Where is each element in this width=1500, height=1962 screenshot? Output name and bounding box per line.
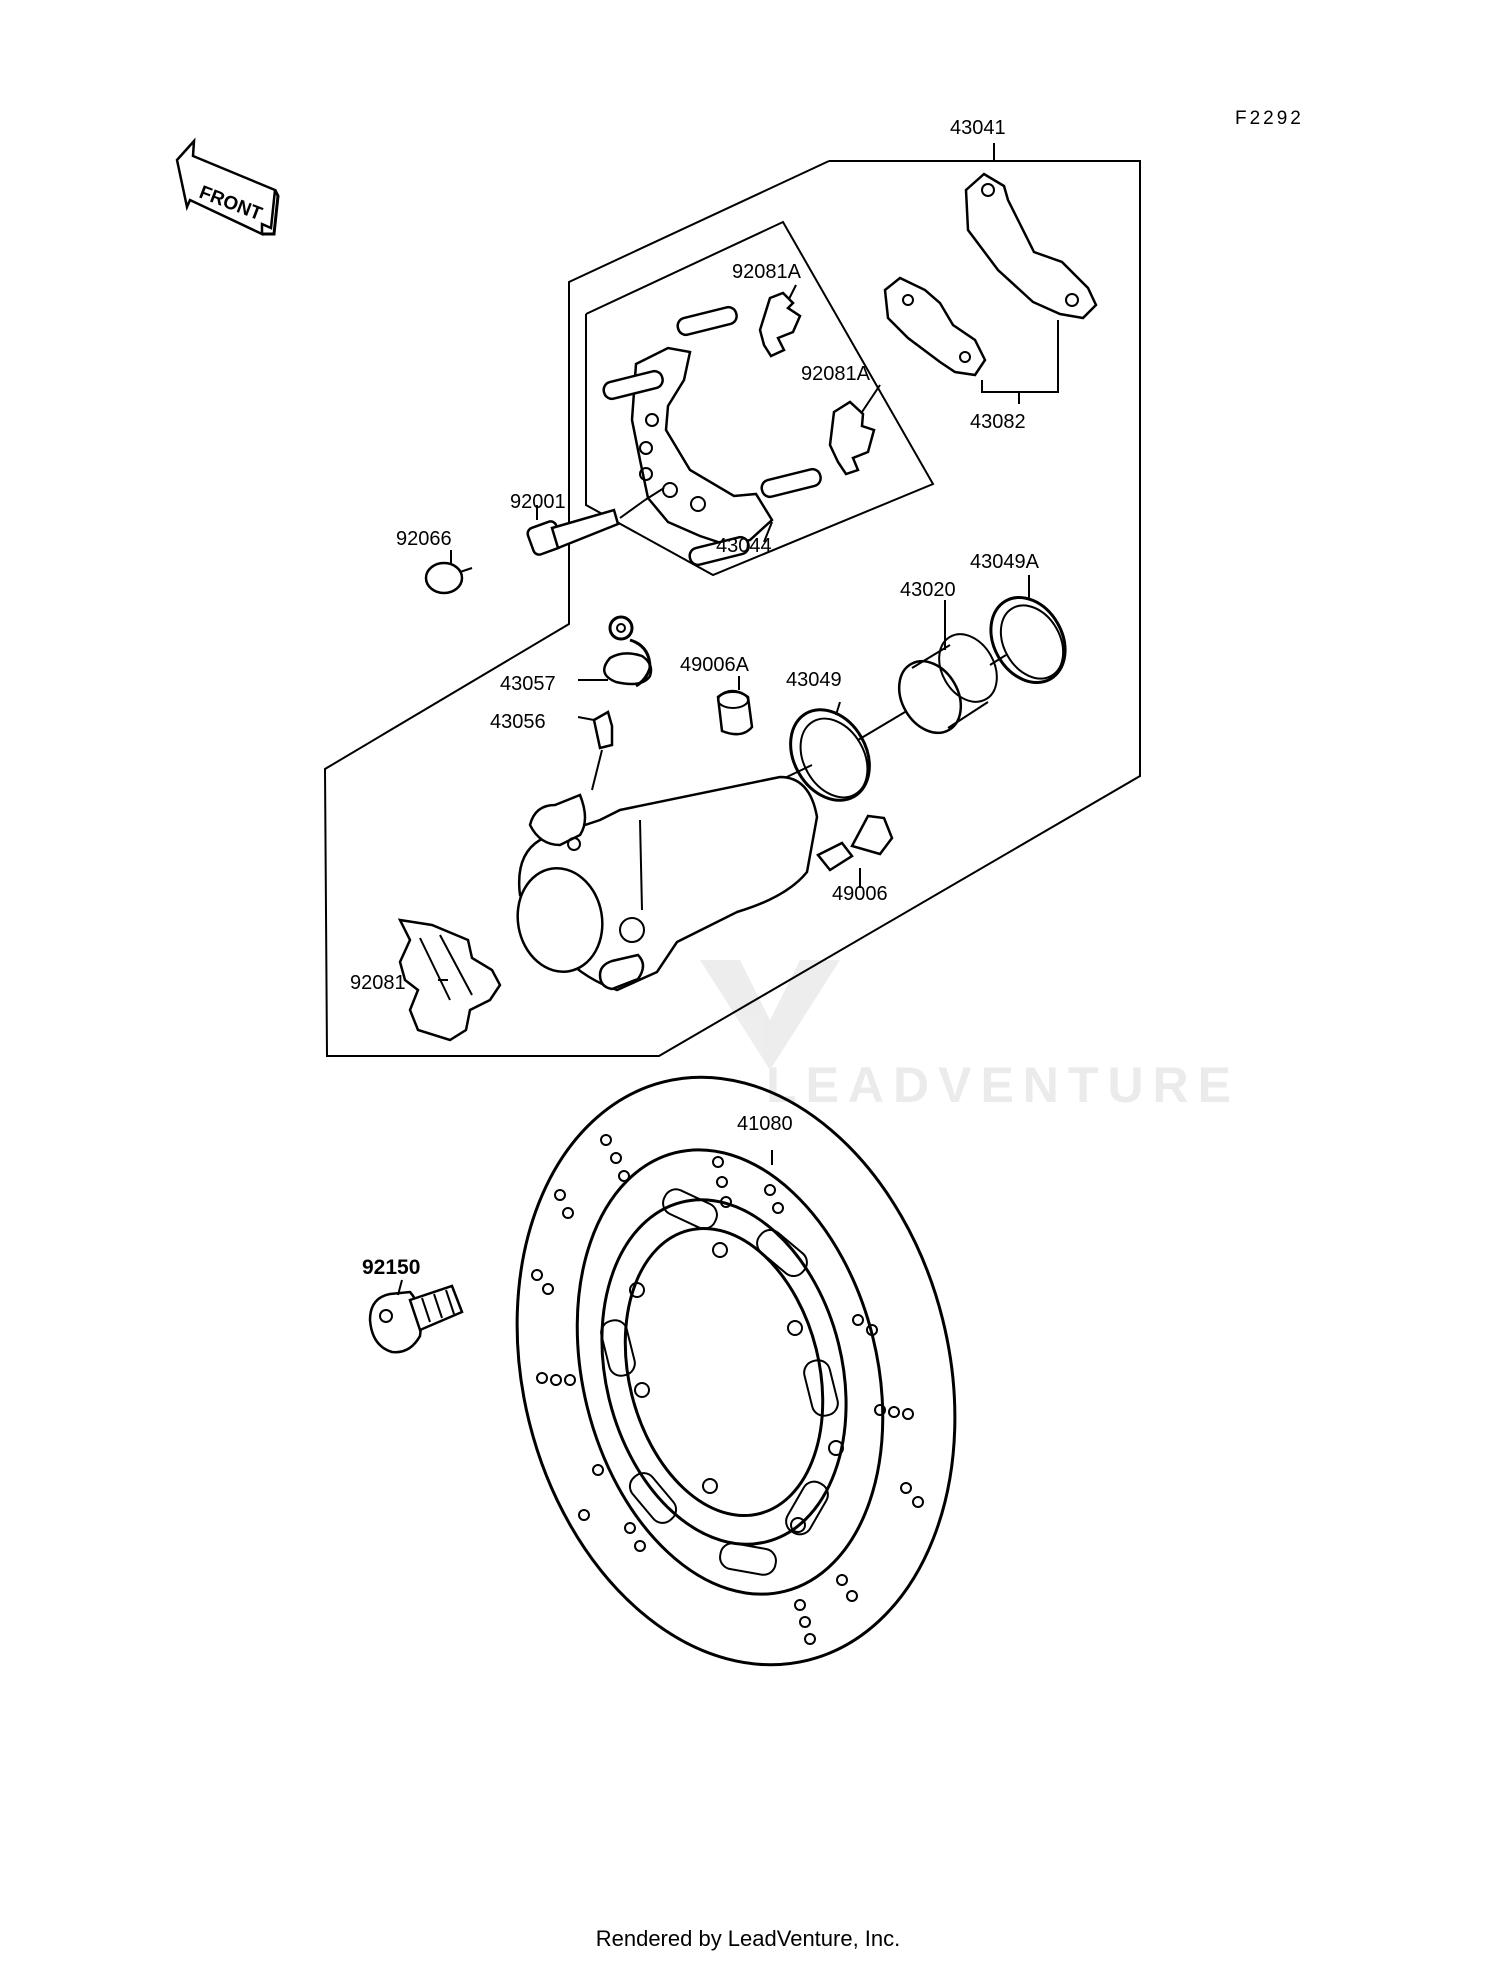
pad-spring-lower [828,400,876,476]
label-43044: 43044 [716,535,772,557]
label-43082: 43082 [970,411,1026,433]
disc-bolt [368,1284,464,1354]
sheet-code: F2292 [1235,108,1304,129]
bracket-subassembly-outline [585,220,935,577]
bracket-bolt [526,487,665,556]
label-43020: 43020 [900,579,956,601]
label-41080: 41080 [737,1113,793,1135]
piston [897,633,998,735]
caliper-pin-bolt [816,814,894,872]
bleeder-valve [591,710,614,791]
anti-rattle-spring [397,918,502,1042]
label-43057: 43057 [500,673,556,695]
dust-boot [716,689,754,736]
brake-disc [515,1075,957,1667]
front-arrow: FRONT [175,137,280,236]
caliper-body [516,775,819,992]
caliper-bracket [602,305,822,567]
label-49006A: 49006A [680,654,750,676]
bolt-cap [424,561,473,595]
dust-seal [989,595,1067,685]
caliper-assembly-outline [323,160,1141,1057]
label-92081: 92081 [350,972,406,994]
label-92001: 92001 [510,491,566,513]
label-43056: 43056 [490,711,546,733]
label-92150: 92150 [362,1256,420,1279]
watermark-text: LEADVENTURE [766,1057,1240,1113]
label-92081A-upper: 92081A [732,261,802,283]
label-43049A: 43049A [970,551,1040,573]
label-43049: 43049 [786,669,842,691]
brake-pad-group [883,172,1098,393]
label-92081A-lower: 92081A [801,363,871,385]
label-92066: 92066 [396,528,452,550]
leader-lines [397,143,1030,1296]
bleeder-cap [603,615,653,688]
footer-credit: Rendered by LeadVenture, Inc. [596,1926,901,1951]
label-49006: 49006 [832,883,888,905]
pad-spring-upper [758,291,802,358]
label-43041: 43041 [950,117,1006,139]
